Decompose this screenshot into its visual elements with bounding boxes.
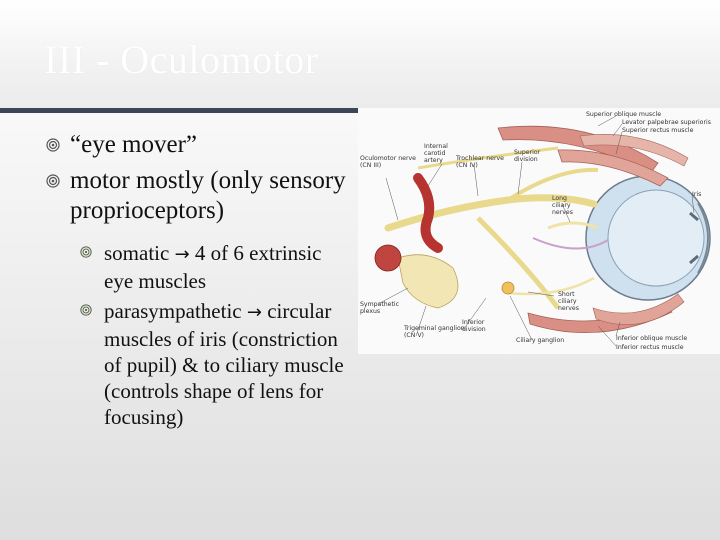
artery-section-shape bbox=[374, 244, 402, 272]
sub-bullet-lead: somatic bbox=[104, 241, 175, 265]
sub-bullet-item: somatic → 4 of 6 extrinsic eye muscles bbox=[80, 240, 346, 294]
long-ciliary-nerve-shape bbox=[547, 221, 599, 230]
sub-bullet-list: somatic → 4 of 6 extrinsic eye muscles p… bbox=[46, 240, 346, 430]
inferior-oblique-muscle-shape bbox=[592, 293, 685, 325]
bullet-item: motor mostly (only sensory proprioceptor… bbox=[46, 166, 346, 226]
carotid-artery-shape bbox=[413, 173, 443, 253]
inferior-division-shape bbox=[476, 216, 560, 310]
trigeminal-ganglion-shape bbox=[397, 254, 459, 309]
bullet-item: “eye mover” bbox=[46, 130, 346, 160]
eyeball-inner-shape bbox=[607, 189, 705, 287]
trochlear-nerve-shape bbox=[417, 146, 559, 170]
leader-lines bbox=[377, 115, 695, 347]
vessel-shape bbox=[532, 237, 609, 250]
title-divider bbox=[0, 108, 358, 113]
slide-title: III - Oculomotor bbox=[44, 37, 319, 82]
label-iris: Iris bbox=[692, 191, 701, 198]
eye-nerve-diagram: Superior oblique muscle Levator palpebra… bbox=[358, 108, 720, 354]
spiral-bullet-icon bbox=[46, 138, 60, 152]
label-trochlear: Trochlear nerve(CN IV) bbox=[455, 155, 504, 169]
iris-shape bbox=[689, 211, 699, 265]
bullet-text: motor mostly (only sensory proprioceptor… bbox=[70, 167, 346, 224]
label-inferior-rectus: Inferior rectus muscle bbox=[616, 344, 684, 351]
levator-muscle-shape bbox=[579, 134, 689, 167]
label-levator: Levator palpebrae superioris bbox=[622, 119, 711, 126]
arrow-icon: → bbox=[246, 302, 262, 323]
label-trigeminal: Trigeminal ganglion(CN V) bbox=[403, 325, 465, 339]
superior-oblique-muscle-shape bbox=[497, 125, 659, 175]
arrow-icon: → bbox=[174, 244, 190, 265]
sub-bullet-lead: parasympathetic bbox=[104, 299, 247, 323]
label-superior-rectus: Superior rectus muscle bbox=[622, 127, 694, 134]
spiral-bullet-icon bbox=[80, 304, 92, 316]
label-superior-oblique: Superior oblique muscle bbox=[586, 111, 661, 118]
sub-bullet-rest: circular muscles of iris (constriction o… bbox=[104, 299, 344, 429]
bullet-text: “eye mover” bbox=[70, 131, 198, 158]
eye-nerve-anatomy-illustration: Superior oblique muscle Levator palpebra… bbox=[360, 111, 711, 351]
ciliary-ganglion-shape bbox=[501, 281, 515, 295]
spiral-bullet-icon bbox=[80, 246, 92, 258]
inferior-rectus-muscle-shape bbox=[527, 302, 673, 334]
spiral-bullet-icon bbox=[46, 174, 60, 188]
cornea-shape bbox=[697, 202, 709, 274]
label-ciliary-ganglion: Ciliary ganglion bbox=[516, 337, 564, 344]
label-oculomotor: Oculomotor nerve(CN III) bbox=[360, 155, 416, 169]
short-ciliary-nerve-shape bbox=[507, 276, 595, 296]
sub-bullet-rest: 4 of 6 extrinsic eye muscles bbox=[104, 241, 322, 293]
title-band bbox=[0, 0, 720, 108]
label-inferior-oblique: Inferior oblique muscle bbox=[616, 335, 687, 342]
sub-bullet-item: parasympathetic → circular muscles of ir… bbox=[80, 298, 346, 430]
oculomotor-nerve-shape bbox=[384, 194, 598, 232]
superior-rectus-muscle-shape bbox=[557, 149, 669, 187]
bullet-list: “eye mover” motor mostly (only sensory p… bbox=[46, 130, 346, 430]
